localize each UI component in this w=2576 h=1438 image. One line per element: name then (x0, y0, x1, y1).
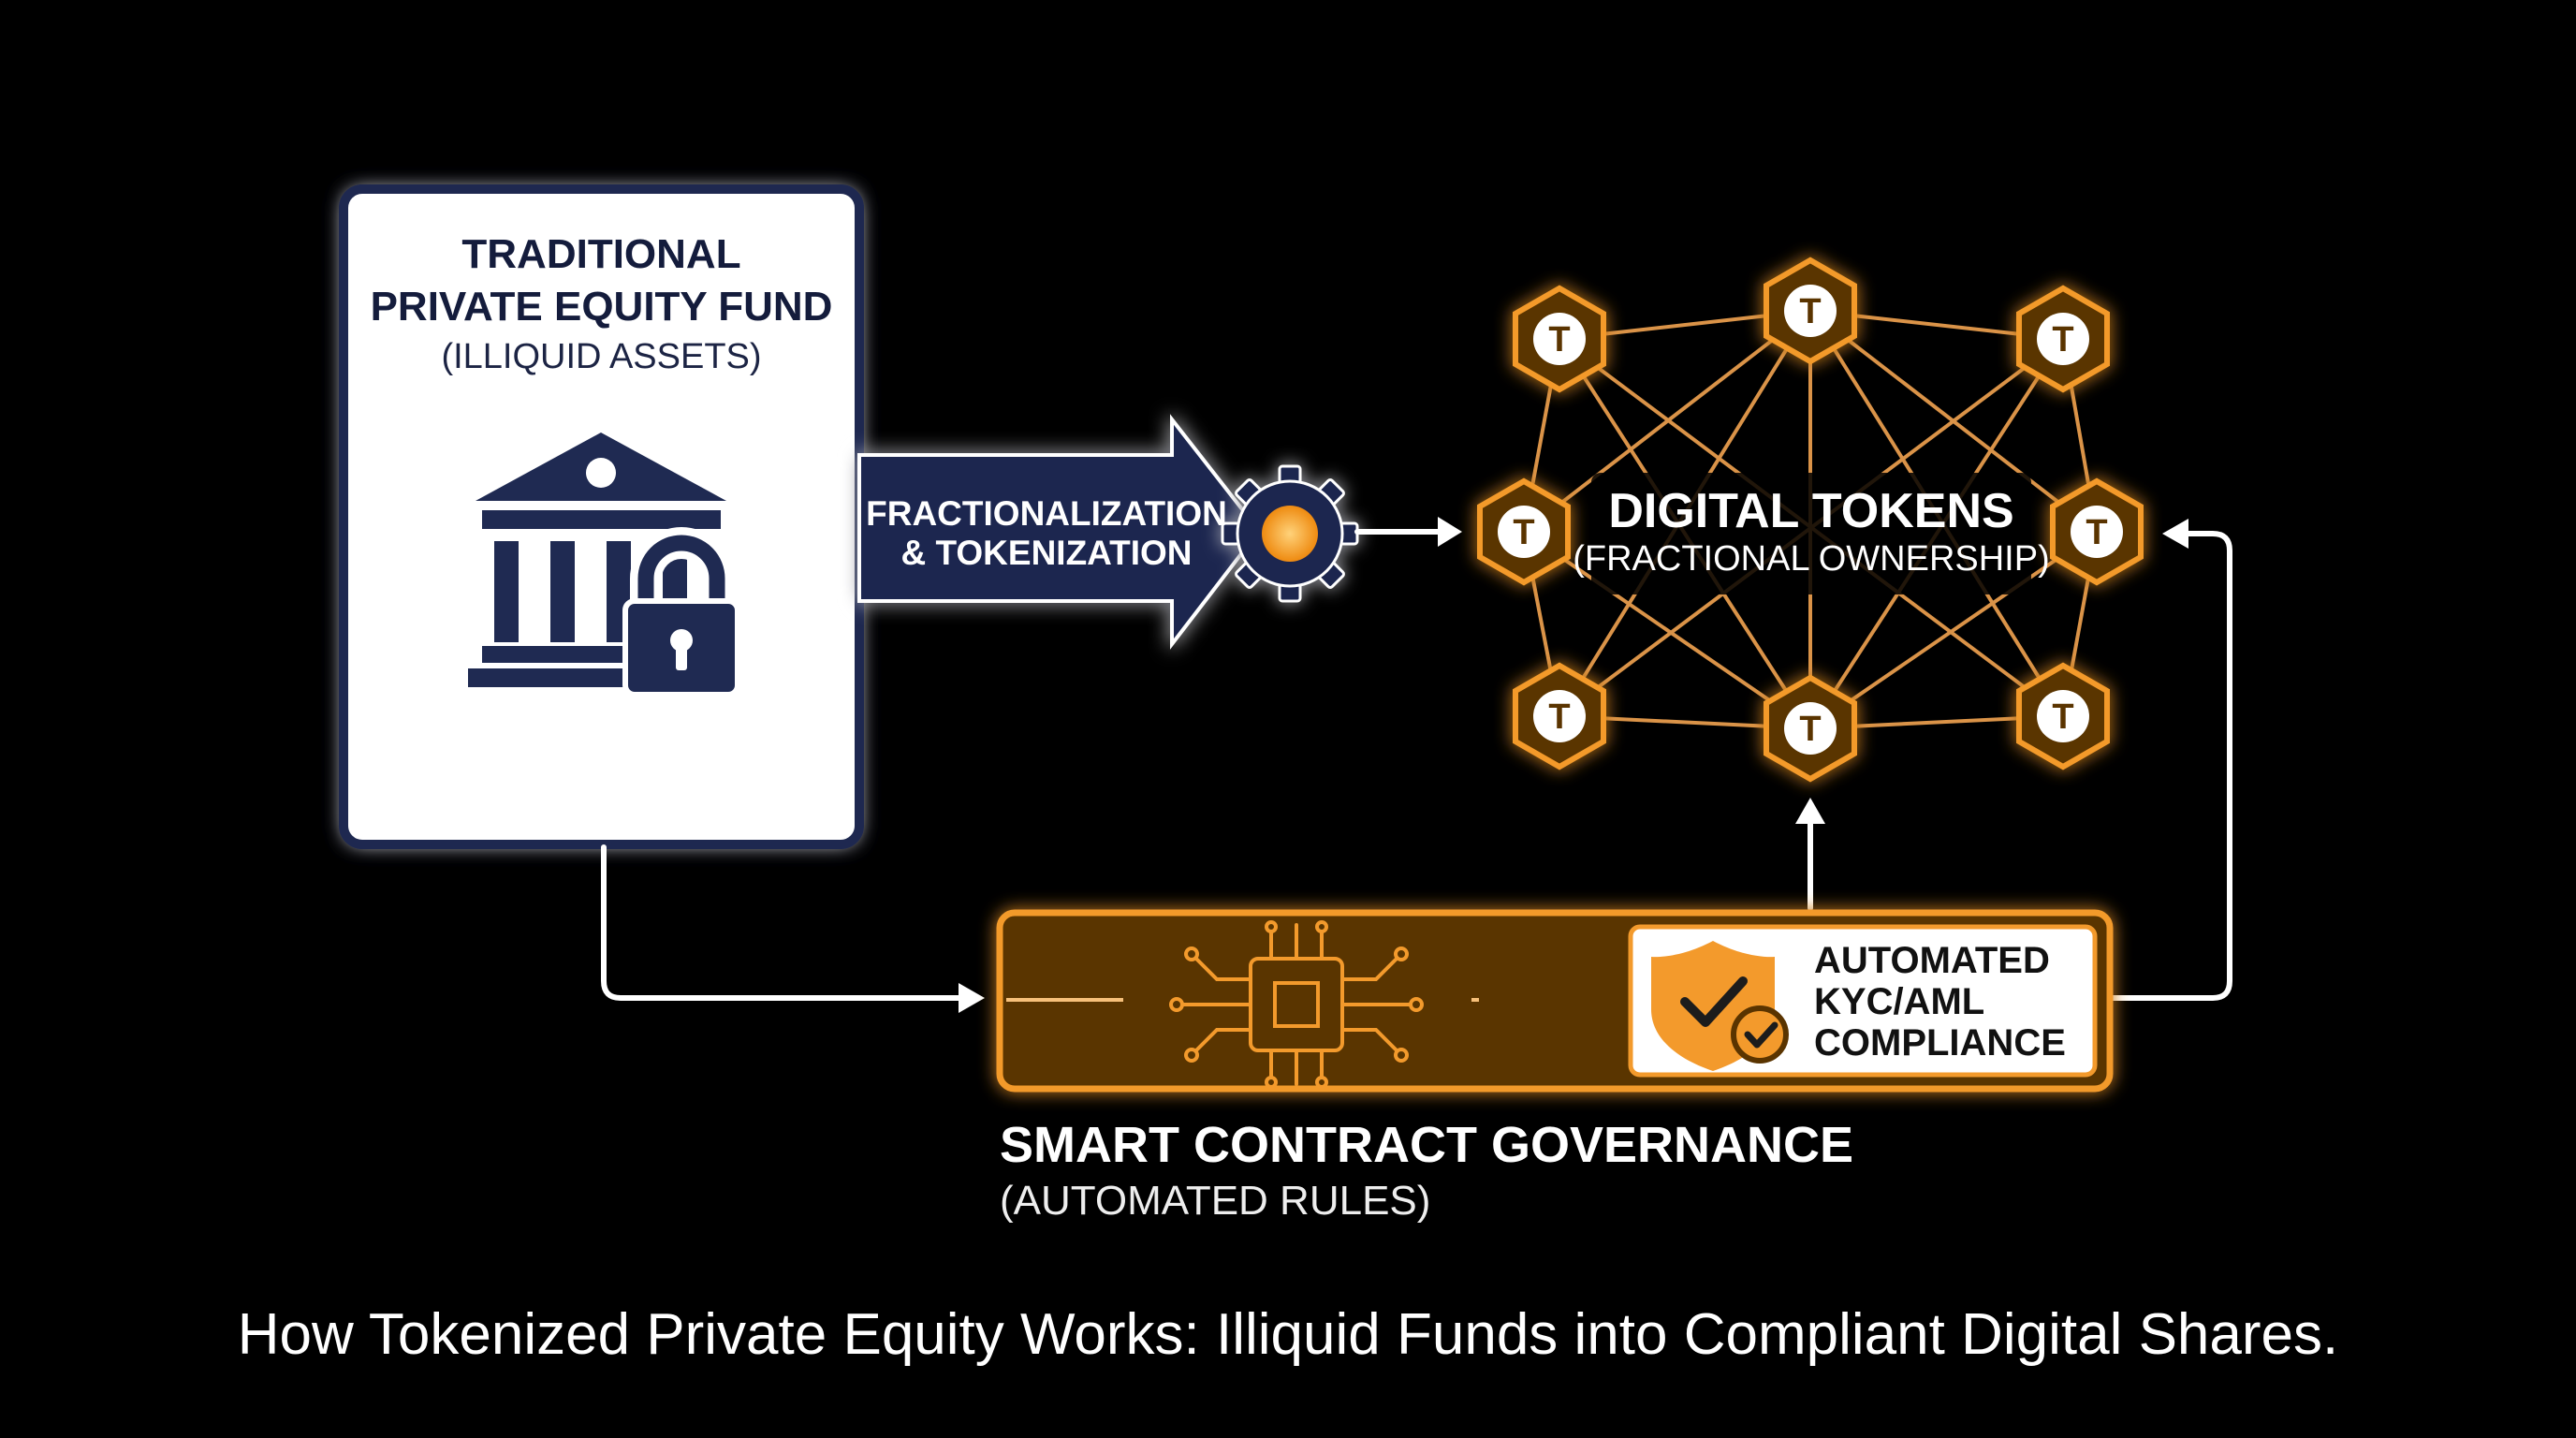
token-nodes: T T T T T T T (1477, 257, 2144, 783)
token-icon: T (1764, 257, 1857, 365)
fund-title-line1: TRADITIONAL (461, 231, 741, 277)
token-glyph: T (1513, 513, 1534, 552)
tokenization-arrow (857, 414, 1262, 650)
shield-check-icon (1651, 941, 1789, 1071)
tokens-label-backdrop (1591, 473, 2031, 594)
token-icon: T (1513, 662, 1606, 770)
token-glyph: T (1799, 710, 1821, 749)
token-glyph: T (2052, 697, 2073, 737)
compliance-line2: KYC/AML (1814, 981, 1985, 1022)
fund-title-line2: PRIVATE EQUITY FUND (370, 284, 833, 330)
token-icon: T (1764, 674, 1857, 783)
token-icon: T (1513, 285, 1606, 393)
token-glyph: T (1548, 320, 1570, 360)
governance-title: SMART CONTRACT GOVERNANCE (1000, 1117, 1853, 1173)
governance-subtitle: (AUTOMATED RULES) (1000, 1178, 1431, 1224)
lock-icon (622, 527, 740, 697)
fund-subtitle: (ILLIQUID ASSETS) (441, 337, 762, 376)
token-icon: T (2016, 285, 2110, 393)
token-glyph: T (2052, 320, 2073, 360)
token-icon: T (2050, 477, 2144, 586)
compliance-line3: COMPLIANCE (1814, 1022, 2066, 1064)
process-label-line2: & TOKENIZATION (900, 534, 1193, 572)
tokens-title: DIGITAL TOKENS (1608, 484, 2014, 538)
token-glyph: T (1548, 697, 1570, 737)
tokens-subtitle: (FRACTIONAL OWNERSHIP) (1573, 539, 2050, 579)
token-glyph: T (2086, 513, 2107, 552)
bank-icon (468, 433, 735, 687)
caption: How Tokenized Private Equity Works: Illi… (237, 1302, 2339, 1367)
chip-icon (1169, 920, 1424, 1089)
gear-icon (1221, 464, 1359, 603)
token-icon: T (1477, 477, 1571, 586)
token-icon: T (2016, 662, 2110, 770)
compliance-line1: AUTOMATED (1814, 940, 2050, 981)
process-label-line1: FRACTIONALIZATION (866, 494, 1227, 533)
token-glyph: T (1799, 292, 1821, 331)
